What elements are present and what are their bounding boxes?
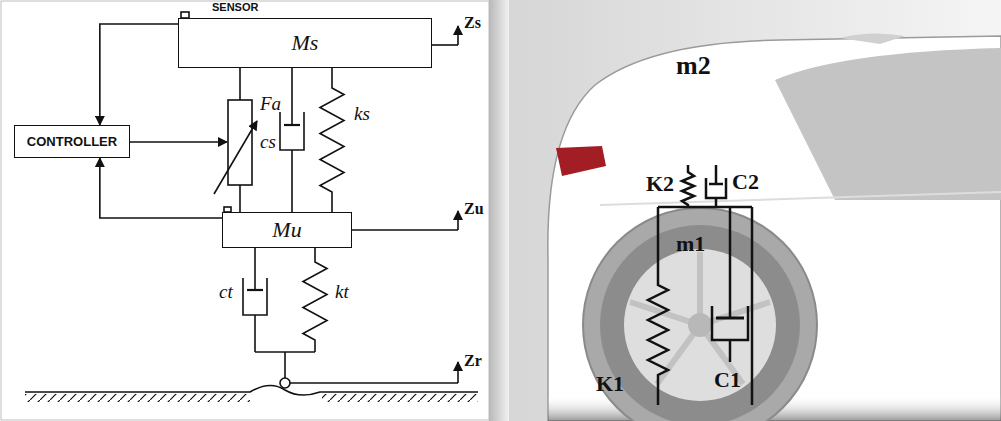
mass-label: m1 xyxy=(676,232,705,256)
node-text: Ms xyxy=(292,30,319,56)
mass-label: m2 xyxy=(676,52,711,81)
sensor-label: SENSOR xyxy=(212,1,258,13)
node-text: Mu xyxy=(272,217,301,243)
damper-label: C1 xyxy=(714,368,741,392)
displacement-label: Zs xyxy=(464,14,481,32)
spring-label: ks xyxy=(354,104,370,125)
controller-box: CONTROLLER xyxy=(14,125,130,158)
force-label: Fa xyxy=(260,94,281,115)
spring-label: K2 xyxy=(646,172,674,196)
displacement-label: Zr xyxy=(464,352,482,370)
displacement-label: Zu xyxy=(464,200,484,218)
damper-label: ct xyxy=(219,282,233,303)
damper-label: C2 xyxy=(732,170,759,194)
unsprung-mass-box: Mu xyxy=(222,212,352,248)
signal-line xyxy=(100,158,222,218)
damper-label: cs xyxy=(260,132,276,153)
spring-label: kt xyxy=(335,282,349,303)
spring-label: K1 xyxy=(596,372,624,396)
signal-line xyxy=(100,24,178,125)
node-text: CONTROLLER xyxy=(27,134,117,149)
sprung-mass-box: Ms xyxy=(178,18,432,68)
